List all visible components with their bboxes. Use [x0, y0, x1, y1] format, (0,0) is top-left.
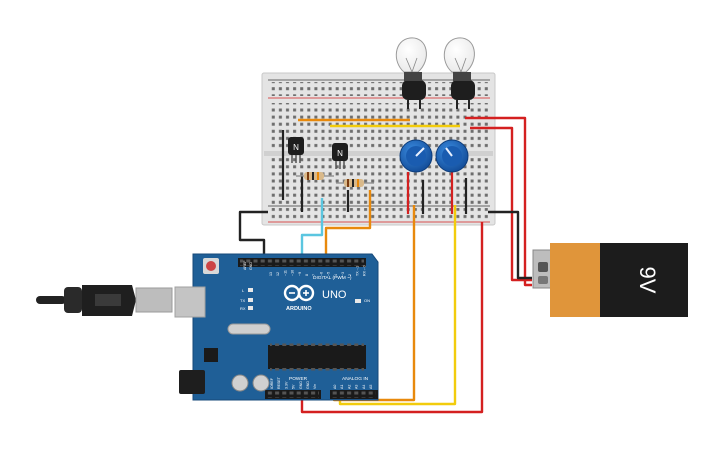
- pin-label: RX←0: [363, 265, 367, 276]
- pin-label: Vin: [313, 384, 317, 389]
- arduino-brand: ARDUINO: [286, 306, 312, 312]
- digital-header-label: DIGITAL (PWM ~): [313, 275, 352, 281]
- pin-label: 2: [348, 274, 352, 276]
- pin-label: ~11: [283, 270, 287, 276]
- usb-cable-icon: [36, 285, 173, 316]
- potentiometer-icon[interactable]: [435, 139, 469, 173]
- light-bulb-icon[interactable]: [395, 37, 427, 109]
- pin-label: ~6: [319, 272, 323, 276]
- pin-label: 3.3V: [284, 381, 288, 389]
- pin-label: GND: [306, 381, 310, 389]
- led-label: L: [242, 288, 245, 293]
- pin-label: ~9: [298, 272, 302, 276]
- wires: [238, 116, 532, 414]
- pin-label: A1: [340, 385, 344, 389]
- pin-label: ~10: [291, 270, 295, 276]
- pin-label: IOREF: [270, 377, 274, 389]
- transistor-label: N: [293, 143, 299, 152]
- led-label: TX: [240, 298, 245, 303]
- potentiometer-icon[interactable]: [399, 139, 433, 173]
- pin-label: 12: [276, 272, 280, 276]
- resistor-icon[interactable]: [336, 179, 374, 187]
- on-label: ON: [364, 298, 370, 303]
- arduino-logo-icon: [283, 284, 315, 302]
- pin-label: AREF: [243, 260, 247, 270]
- pin-label: A0: [333, 385, 337, 389]
- pin-label: ~3: [341, 272, 345, 276]
- pin-label: 13: [269, 272, 273, 276]
- transistor-icon[interactable]: N: [288, 137, 304, 163]
- arduino-board[interactable]: UNO ARDUINO DIGITAL (PWM ~) POWER ANALOG…: [174, 253, 379, 401]
- pin-label: A3: [355, 385, 359, 389]
- battery-9v[interactable]: 9V: [532, 243, 688, 317]
- arduino-model: UNO: [322, 289, 347, 301]
- analog-header-label: ANALOG IN: [342, 376, 369, 382]
- pin-label: A5: [369, 385, 373, 389]
- power-header-label: POWER: [289, 376, 308, 382]
- pin-label: ~5: [327, 272, 331, 276]
- pin-label: 7: [312, 274, 316, 276]
- transistor-label: N: [337, 149, 343, 158]
- resistor-icon[interactable]: [296, 172, 334, 180]
- pin-label: 5V: [292, 384, 296, 389]
- transistor-icon[interactable]: N: [332, 143, 348, 169]
- pin-label: TX→1: [355, 266, 359, 276]
- pin-label: 4: [334, 274, 338, 276]
- pin-label: RESET: [277, 376, 281, 389]
- pin-label: GND: [249, 262, 253, 270]
- pin-label: A4: [362, 385, 366, 389]
- battery-label: 9V: [635, 267, 660, 294]
- light-bulb-icon[interactable]: [443, 37, 475, 109]
- pin-label: GND: [299, 381, 303, 389]
- pin-label: A2: [347, 385, 351, 389]
- led-label: RX: [240, 306, 246, 311]
- pin-label: 8: [305, 274, 309, 276]
